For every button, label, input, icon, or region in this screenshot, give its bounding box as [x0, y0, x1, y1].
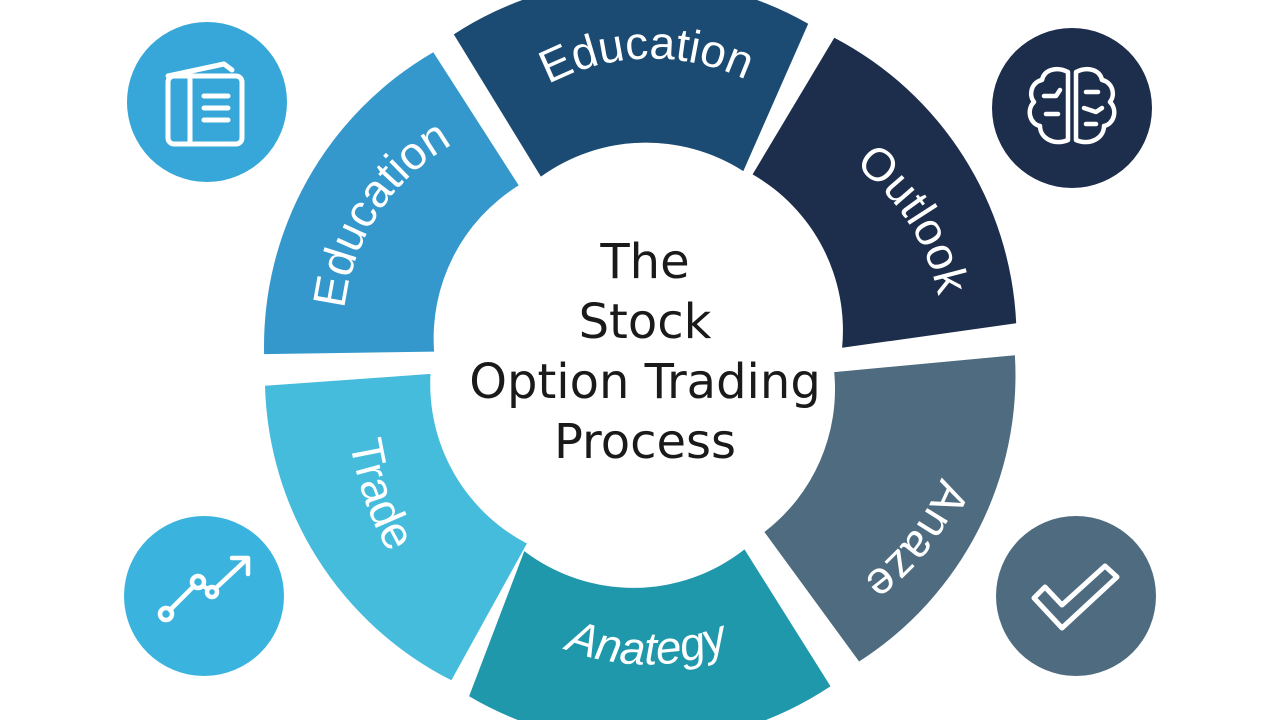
checkmark-icon	[1031, 563, 1120, 631]
cycle-segments	[264, 0, 1017, 720]
segment-anategy[interactable]	[469, 549, 831, 720]
check-badge[interactable]	[996, 516, 1156, 676]
growth-badge[interactable]	[124, 516, 284, 676]
brain-icon	[1027, 67, 1117, 145]
book-badge[interactable]	[127, 22, 287, 182]
segment-outlook[interactable]	[752, 37, 1017, 348]
segment-trade[interactable]	[265, 373, 527, 681]
center-title-line-2: Stock	[578, 294, 712, 350]
segment-anaze[interactable]	[764, 355, 1016, 662]
segment-education-left[interactable]	[264, 52, 519, 355]
center-title-line-1: The	[600, 234, 690, 290]
brain-badge[interactable]	[992, 28, 1152, 188]
center-title-line-3: Option Trading	[469, 354, 821, 410]
book-icon	[165, 61, 245, 147]
segment-education-top[interactable]	[453, 0, 809, 177]
diagram-center-title: The Stock Option Trading Process	[430, 232, 860, 472]
center-title-line-4: Process	[553, 414, 737, 470]
growth-arrow-icon	[157, 555, 251, 623]
